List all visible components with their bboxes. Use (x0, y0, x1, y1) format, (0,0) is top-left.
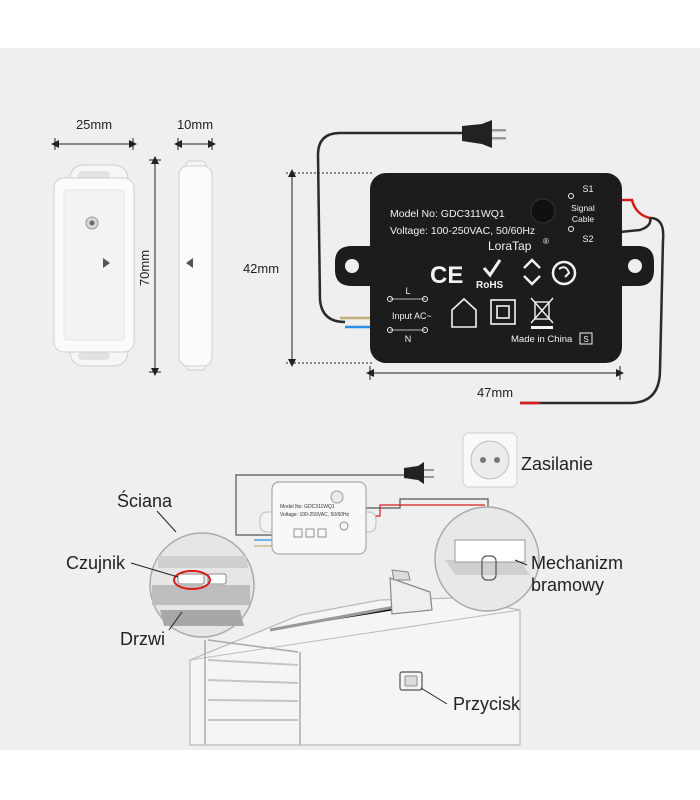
power-cable (316, 120, 506, 329)
small-power-plug (404, 462, 434, 484)
made-in-china-text: Made in China (511, 334, 573, 345)
mechanism-label-1: Mechanizm (531, 553, 623, 573)
small-device (259, 481, 377, 555)
device-brand-text: LoraTap (488, 239, 532, 253)
door-sensor (53, 164, 135, 367)
device-height-label: 42mm (243, 261, 279, 276)
label-leaders (130, 510, 528, 705)
small-device-model-text: Model No: GDC311WQ1 (280, 504, 335, 510)
device-model-text: Model No: GDC311WQ1 (390, 208, 505, 220)
door-magnet (178, 160, 213, 371)
wall-label: Ściana (117, 490, 173, 511)
terminal-s1-label: S1 (582, 184, 593, 194)
button-label: Przycisk (453, 694, 521, 714)
input-ac-label: Input AC~ (392, 311, 432, 321)
wall-button (399, 671, 423, 691)
garage-scene (189, 569, 521, 746)
ce-mark: CE (430, 262, 463, 289)
green-dot-icon (551, 260, 577, 286)
terminal-s2-label: S2 (582, 234, 593, 244)
mechanism-label-2: bramowy (531, 575, 604, 595)
sensor-magnifier (149, 532, 255, 638)
magnet-width-label: 10mm (177, 117, 213, 132)
s-mark-box (579, 332, 593, 345)
small-device-voltage-text: Voltage: 100-250VAC, 50/60Hz (280, 512, 350, 518)
device-width-label: 47mm (477, 385, 513, 400)
device-voltage-text: Voltage: 100-250VAC, 50/60Hz (390, 225, 535, 237)
wall-socket-icon (462, 432, 518, 488)
door-label: Drzwi (120, 629, 165, 649)
terminal-l-label: L (405, 286, 410, 296)
terminal-n-label: N (405, 334, 412, 344)
signal-cable-label-2: Cable (572, 214, 594, 224)
sensor-label: Czujnik (66, 553, 126, 573)
device-brand-mark: ® (543, 237, 549, 246)
indoor-use-icon (451, 297, 477, 328)
sensor-height-label: 70mm (137, 250, 152, 286)
power-label: Zasilanie (521, 454, 593, 474)
sensor-height-dimension: 70mm (137, 156, 161, 376)
recycle-icon (523, 258, 541, 286)
double-insulation-icon (490, 299, 516, 325)
device-width-dimension: 47mm (366, 366, 624, 400)
signal-cable-label-1: Signal (571, 203, 595, 213)
device-height-dimension: 42mm (243, 169, 372, 367)
s-mark-text: S (583, 335, 588, 344)
magnet-width-dimension: 10mm (174, 117, 216, 150)
sensor-width-label: 25mm (76, 117, 112, 132)
mechanism-magnifier (434, 506, 540, 612)
sensor-width-dimension: 25mm (51, 117, 137, 150)
signal-cable (520, 198, 665, 405)
weee-bin-icon (530, 297, 554, 329)
rohs-check-icon (482, 259, 502, 278)
rohs-mark: RoHS (476, 280, 504, 291)
